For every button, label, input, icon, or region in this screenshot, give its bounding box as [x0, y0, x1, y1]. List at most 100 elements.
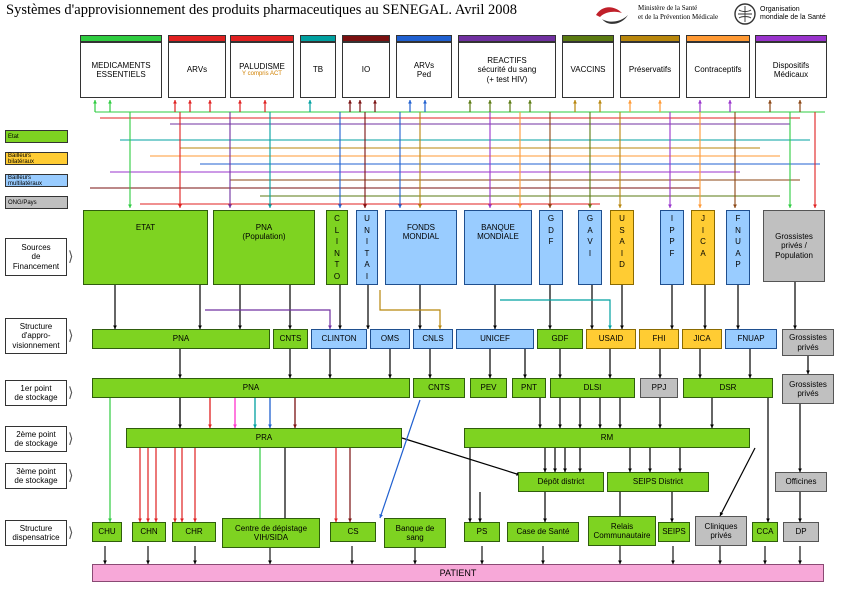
connector-arrow: [308, 100, 312, 104]
product-tb: TB: [300, 42, 336, 98]
structure-cnts: CNTS: [273, 329, 308, 349]
stock1-pev: PEV: [470, 378, 507, 398]
connector-arrow: [628, 100, 632, 104]
connector-arrow: [608, 374, 612, 378]
connector-arrow: [590, 325, 594, 329]
connector-arrow: [398, 204, 402, 208]
connector-arrow: [350, 560, 354, 564]
connector-arrow: [366, 325, 370, 329]
product-medicaments-essentiels: MEDICAMENTS ESSENTIELS: [80, 42, 162, 98]
row-label-sources: Sources de Financement: [5, 238, 67, 276]
connector-arrow: [418, 325, 422, 329]
stock3-seips-district: SEIPS District: [607, 472, 709, 492]
source-fnuap: F N U A P: [726, 210, 750, 285]
product-dispositifs: Dispositifs Médicaux: [755, 42, 827, 98]
connector-arrow: [178, 374, 182, 378]
connector-line: [205, 309, 331, 329]
stock1-dlsi: DLSI: [550, 378, 635, 398]
product-vaccins: VACCINS: [562, 42, 614, 98]
connector-line: [719, 447, 756, 517]
connector-arrow: [548, 325, 552, 329]
legend-ong-pays: ONG/Pays: [5, 196, 68, 209]
connector-arrow: [488, 374, 492, 378]
connector-arrow: [543, 468, 547, 472]
connector-arrow: [813, 204, 817, 208]
ministry-logo-icon: [592, 3, 632, 27]
connector-arrow: [728, 100, 732, 104]
connector-line: [500, 299, 611, 329]
product-color-bar: [396, 35, 452, 42]
connector-arrow: [736, 325, 740, 329]
connector-arrow: [238, 100, 242, 104]
product-arvs-ped: ARVs Ped: [396, 42, 452, 98]
patient-bar: PATIENT: [92, 564, 824, 582]
row-label-structure: Structure d'appro- visionnement: [5, 318, 67, 354]
connector-arrow: [480, 560, 484, 564]
connector-arrow: [748, 374, 752, 378]
connector-arrow: [563, 468, 567, 472]
structure-unicef: UNICEF: [456, 329, 534, 349]
connector-arrow: [438, 325, 442, 329]
connector-arrow: [154, 518, 158, 522]
connector-arrow: [703, 325, 707, 329]
connector-arrow: [548, 204, 552, 208]
stock1-pna: PNA: [92, 378, 410, 398]
connector-arrow: [293, 424, 297, 428]
row-arrow-icon: ⟩: [68, 467, 74, 483]
connector-arrow: [338, 325, 342, 329]
connector-arrow: [253, 424, 257, 428]
connector-arrow: [193, 560, 197, 564]
page-title: Systèmes d'approvisionnement des produit…: [6, 2, 517, 18]
connector-arrow: [598, 100, 602, 104]
connector-arrow: [598, 424, 602, 428]
product-color-bar: [342, 35, 390, 42]
connector-arrow: [268, 204, 272, 208]
connector-arrow: [538, 424, 542, 428]
product-arvs: ARVs: [168, 42, 226, 98]
stock2-pra: PRA: [126, 428, 402, 448]
connector-arrow: [678, 468, 682, 472]
connector-arrow: [428, 374, 432, 378]
connector-arrow: [798, 468, 802, 472]
connector-arrow: [373, 100, 377, 104]
connector-arrow: [793, 325, 797, 329]
connector-arrow: [146, 518, 150, 522]
who-logo-icon: [734, 3, 756, 25]
connector-arrow: [348, 518, 352, 522]
connector-arrow: [268, 424, 272, 428]
connector-arrow: [523, 374, 527, 378]
legend-bilateraux: Bailleurs bilatéraux: [5, 152, 68, 165]
disp-chn: CHN: [132, 522, 166, 542]
source-banque-mondiale: BANQUE MONDIALE: [464, 210, 532, 285]
row-label-stock1: 1er point de stockage: [5, 380, 67, 406]
disp-chu: CHU: [92, 522, 122, 542]
source-gavi: G A V I: [578, 210, 602, 285]
row-label-stock2: 2ème point de stockage: [5, 426, 67, 452]
connector-arrow: [493, 325, 497, 329]
connector-arrow: [288, 374, 292, 378]
structure-clinton: CLINTON: [311, 329, 367, 349]
row-arrow-icon: ⟩: [68, 524, 74, 540]
connector-arrow: [588, 204, 592, 208]
connector-arrow: [710, 424, 714, 428]
source-jica: J I C A: [691, 210, 715, 285]
disp-cca: CCA: [752, 522, 778, 542]
connector-arrow: [670, 325, 674, 329]
connector-arrow: [766, 518, 770, 522]
stock1-pnt: PNT: [512, 378, 546, 398]
connector-arrow: [618, 204, 622, 208]
connector-arrow: [468, 518, 472, 522]
connector-arrow: [263, 100, 267, 104]
stock2-rm: RM: [464, 428, 750, 448]
product-color-bar: [755, 35, 827, 42]
connector-arrow: [718, 560, 722, 564]
row-label-dispensatrice: Structure dispensatrice: [5, 520, 67, 546]
connector-arrow: [238, 325, 242, 329]
connector-arrow: [618, 424, 622, 428]
connector-arrow: [620, 325, 624, 329]
connector-arrow: [178, 424, 182, 428]
disp-chr: CHR: [172, 522, 216, 542]
product-paludisme-label: PALUDISME: [239, 61, 285, 71]
connector-arrow: [146, 560, 150, 564]
